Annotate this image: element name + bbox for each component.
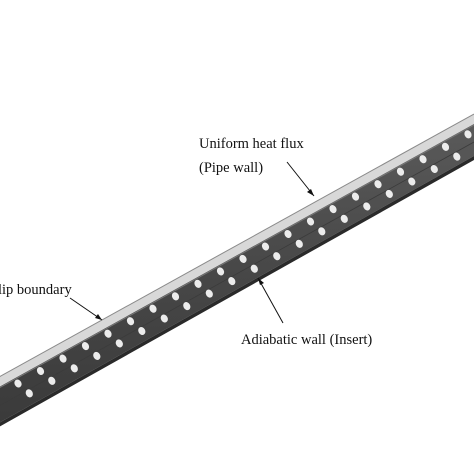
insert-hole: [363, 202, 371, 211]
heat-flux-label: Uniform heat flux: [199, 136, 304, 152]
insert-hole: [396, 167, 405, 176]
heat-flux-arrow: [286, 161, 315, 197]
insert-center-line: [0, 141, 474, 406]
insert-hole: [261, 242, 270, 251]
pipe-top-edge: [0, 113, 474, 378]
pipe-bottom-edge: [0, 156, 474, 427]
insert-hole: [149, 304, 157, 313]
insert-hole: [59, 354, 67, 363]
no-slip-boundary-label: lip boundary: [0, 282, 72, 298]
insert-hole: [453, 152, 461, 161]
insert-hole: [93, 351, 101, 360]
insert-hole: [228, 277, 236, 286]
insert-hole: [374, 180, 382, 189]
insert-hole: [183, 302, 191, 311]
insert-hole: [115, 339, 123, 348]
insert-hole: [408, 177, 416, 186]
insert-hole: [36, 366, 45, 376]
insert-hole: [48, 376, 56, 385]
insert-hole: [284, 229, 292, 239]
insert-holes: [14, 130, 472, 398]
insert-hole: [216, 267, 225, 276]
insert-hole: [160, 314, 168, 323]
insert-hole: [385, 189, 393, 198]
insert-hole: [104, 329, 112, 338]
insert-hole: [441, 142, 450, 151]
adiabatic-wall-label: Adiabatic wall (Insert): [241, 332, 372, 348]
insert-hole: [295, 239, 303, 248]
insert-hole: [205, 289, 213, 298]
insert-hole: [138, 326, 146, 336]
insert-hole: [239, 254, 247, 263]
insert-hole: [318, 227, 326, 236]
insert-hole: [14, 379, 22, 388]
insert-hole: [306, 217, 315, 226]
insert-hole: [419, 155, 427, 164]
insert-hole: [126, 317, 135, 326]
insert-hole: [250, 264, 258, 273]
insert-hole: [70, 364, 78, 373]
pipe-top-face: [0, 114, 474, 387]
pipe-inner-highlight: [0, 124, 474, 389]
no-slip-arrow: [69, 297, 103, 321]
insert-hole: [171, 292, 180, 301]
insert-hole: [351, 192, 360, 201]
insert-hole: [194, 279, 202, 288]
insert-hole: [464, 130, 472, 139]
insert-hole: [329, 205, 337, 214]
insert-hole: [81, 342, 90, 351]
adiabatic-arrow: [257, 277, 284, 324]
insert-hole: [430, 164, 438, 174]
insert-hole: [25, 389, 33, 398]
insert-hole: [340, 214, 348, 223]
insert-hole: [273, 252, 281, 261]
pipe-wall-label: (Pipe wall): [199, 160, 263, 176]
